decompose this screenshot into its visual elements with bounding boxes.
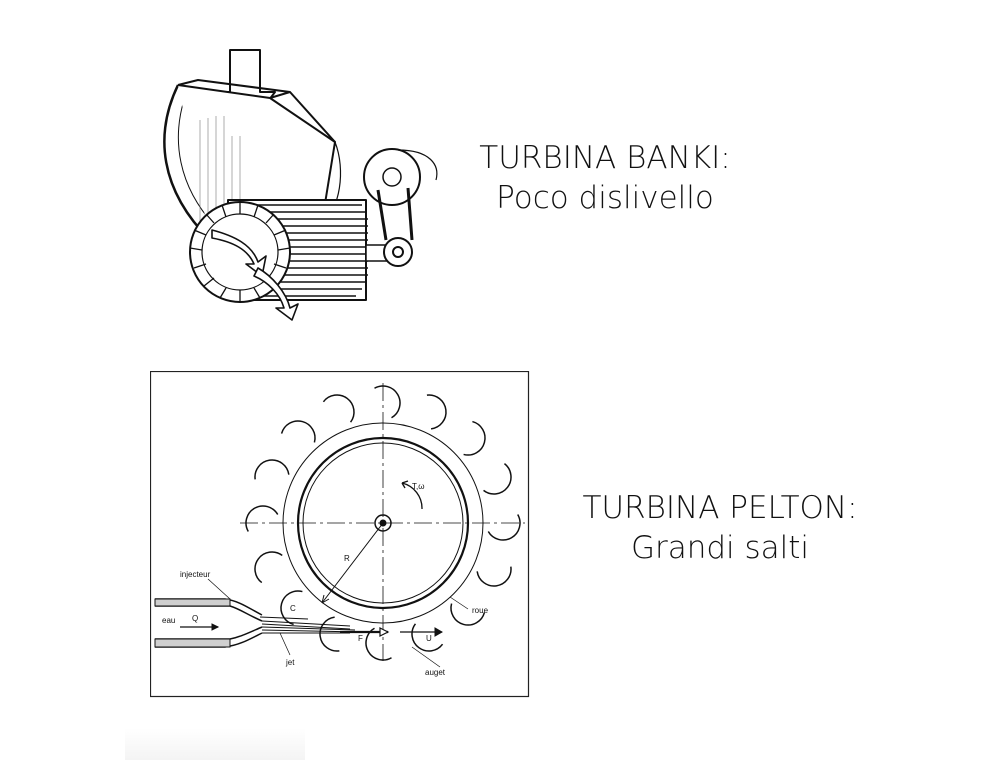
belt	[376, 187, 414, 241]
injector-nozzle	[155, 598, 263, 648]
guide-shell	[163, 84, 211, 241]
label-f: F	[358, 634, 363, 643]
water-jet	[261, 620, 361, 634]
label-eau: eau	[162, 616, 175, 625]
pelton-caption: TURBINA PELTON: Grandi salti	[545, 488, 895, 568]
label-roue: roue	[472, 606, 489, 615]
label-r: R	[344, 554, 350, 563]
label-auget: auget	[425, 668, 446, 677]
flow-arrow-in	[211, 229, 267, 277]
label-u: U	[426, 634, 432, 643]
velocity-c-arrow	[259, 616, 309, 620]
label-jet: jet	[285, 658, 295, 667]
radius-line	[321, 522, 384, 604]
banki-caption: TURBINA BANKI: Poco dislivello	[440, 138, 770, 218]
pelton-title: TURBINA PELTON:	[582, 490, 858, 526]
label-torque: T,ω	[412, 482, 424, 491]
pelton-turbine-diagram: injecteur eau Q C F U R T,ω roue jet aug…	[150, 371, 530, 698]
flow-arrow-out	[253, 267, 299, 321]
wheel-outer-ring	[282, 422, 484, 624]
banki-subtitle: Poco dislivello	[496, 180, 714, 216]
pelton-subtitle: Grandi salti	[630, 530, 810, 566]
banki-title: TURBINA BANKI:	[479, 140, 731, 176]
label-c: C	[290, 604, 296, 613]
banki-turbine-diagram	[163, 49, 438, 321]
wheel-rim	[296, 436, 470, 610]
label-q: Q	[192, 614, 198, 623]
large-pulley	[363, 148, 421, 206]
label-injecteur: injecteur	[180, 570, 211, 579]
torque-arrow	[401, 482, 423, 510]
footer-smudge	[125, 728, 305, 760]
wheel-hub	[374, 514, 392, 532]
small-pulley	[383, 237, 413, 267]
